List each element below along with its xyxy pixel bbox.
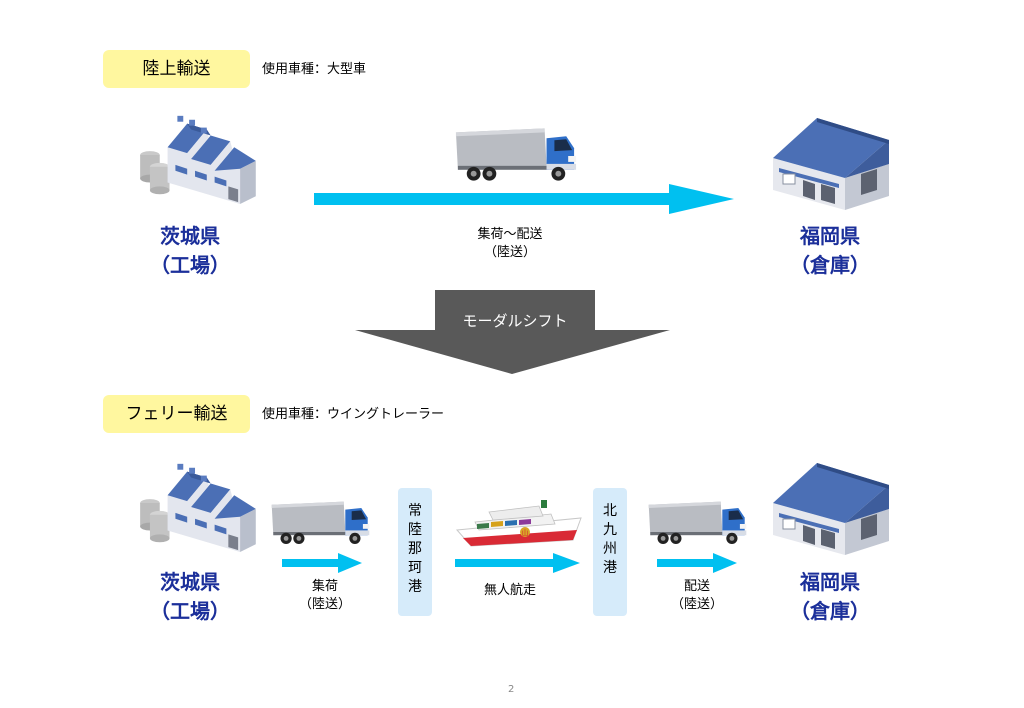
port-hitachinaka-char: 那 [408, 541, 422, 557]
port-hitachinaka-char: 港 [408, 579, 422, 595]
port-kitakyushu-char: 北 [603, 503, 617, 519]
factory-icon [140, 463, 256, 553]
truck-icon [455, 128, 577, 181]
delivery-caption-line2: （陸送） [670, 597, 723, 612]
land-route-caption: 集荷～配送 （陸送） [455, 226, 565, 262]
modal-shift-label: モーダルシフト [462, 312, 568, 330]
land-route-caption-line1: 集荷～配送 [477, 227, 543, 242]
delivery-caption: 配送 （陸送） [662, 578, 732, 614]
origin-facility: （工場） [150, 599, 230, 623]
origin-label-lower: 茨城県 （工場） [130, 568, 250, 626]
ferry-route-arrow [455, 553, 580, 573]
warehouse-icon [772, 462, 890, 555]
origin-facility: （工場） [150, 253, 230, 277]
pickup-caption: 集荷 （陸送） [290, 578, 360, 614]
truck-icon [648, 501, 747, 544]
ferry-caption-line1: 無人航走 [483, 583, 536, 598]
destination-label-lower: 福岡県 （倉庫） [770, 568, 890, 626]
delivery-arrow [657, 553, 737, 573]
destination-prefecture: 福岡県 [800, 224, 860, 248]
delivery-caption-line1: 配送 [683, 579, 710, 594]
ferry-icon [456, 500, 582, 547]
warehouse-icon [772, 117, 890, 210]
ferry-transport-badge: フェリー輸送 [103, 395, 250, 433]
destination-prefecture: 福岡県 [800, 570, 860, 594]
port-hitachinaka-char: 珂 [408, 560, 422, 576]
land-transport-badge: 陸上輸送 [103, 50, 250, 88]
destination-label-upper: 福岡県 （倉庫） [770, 222, 890, 280]
port-kitakyushu-char: 九 [603, 522, 617, 538]
port-kitakyushu-char: 州 [603, 541, 617, 557]
destination-facility: （倉庫） [790, 599, 870, 623]
ferry-vehicle-type: 使用車種：ウイングトレーラー [262, 407, 445, 422]
origin-prefecture: 茨城県 [160, 570, 220, 594]
pickup-arrow [282, 553, 362, 573]
port-hitachinaka-char: 常 [408, 503, 422, 519]
port-kitakyushu-char: 港 [603, 560, 617, 576]
port-hitachinaka-char: 陸 [408, 522, 422, 538]
origin-label-upper: 茨城県 （工場） [130, 222, 250, 280]
port-hitachinaka: 常 陸 那 珂 港 [398, 488, 432, 616]
page-number: 2 [508, 684, 515, 695]
origin-prefecture: 茨城県 [160, 224, 220, 248]
ferry-caption: 無人航走 [465, 582, 555, 600]
land-route-arrow [314, 184, 734, 214]
factory-icon [140, 115, 256, 205]
destination-facility: （倉庫） [790, 253, 870, 277]
land-vehicle-type: 使用車種：大型車 [262, 62, 367, 77]
port-kitakyushu: 北 九 州 港 [593, 488, 627, 616]
modal-shift-arrow [355, 290, 670, 374]
land-route-caption-line2: （陸送） [483, 245, 536, 260]
pickup-caption-line2: （陸送） [298, 597, 351, 612]
pickup-caption-line1: 集荷 [311, 579, 338, 594]
truck-icon [271, 501, 370, 544]
